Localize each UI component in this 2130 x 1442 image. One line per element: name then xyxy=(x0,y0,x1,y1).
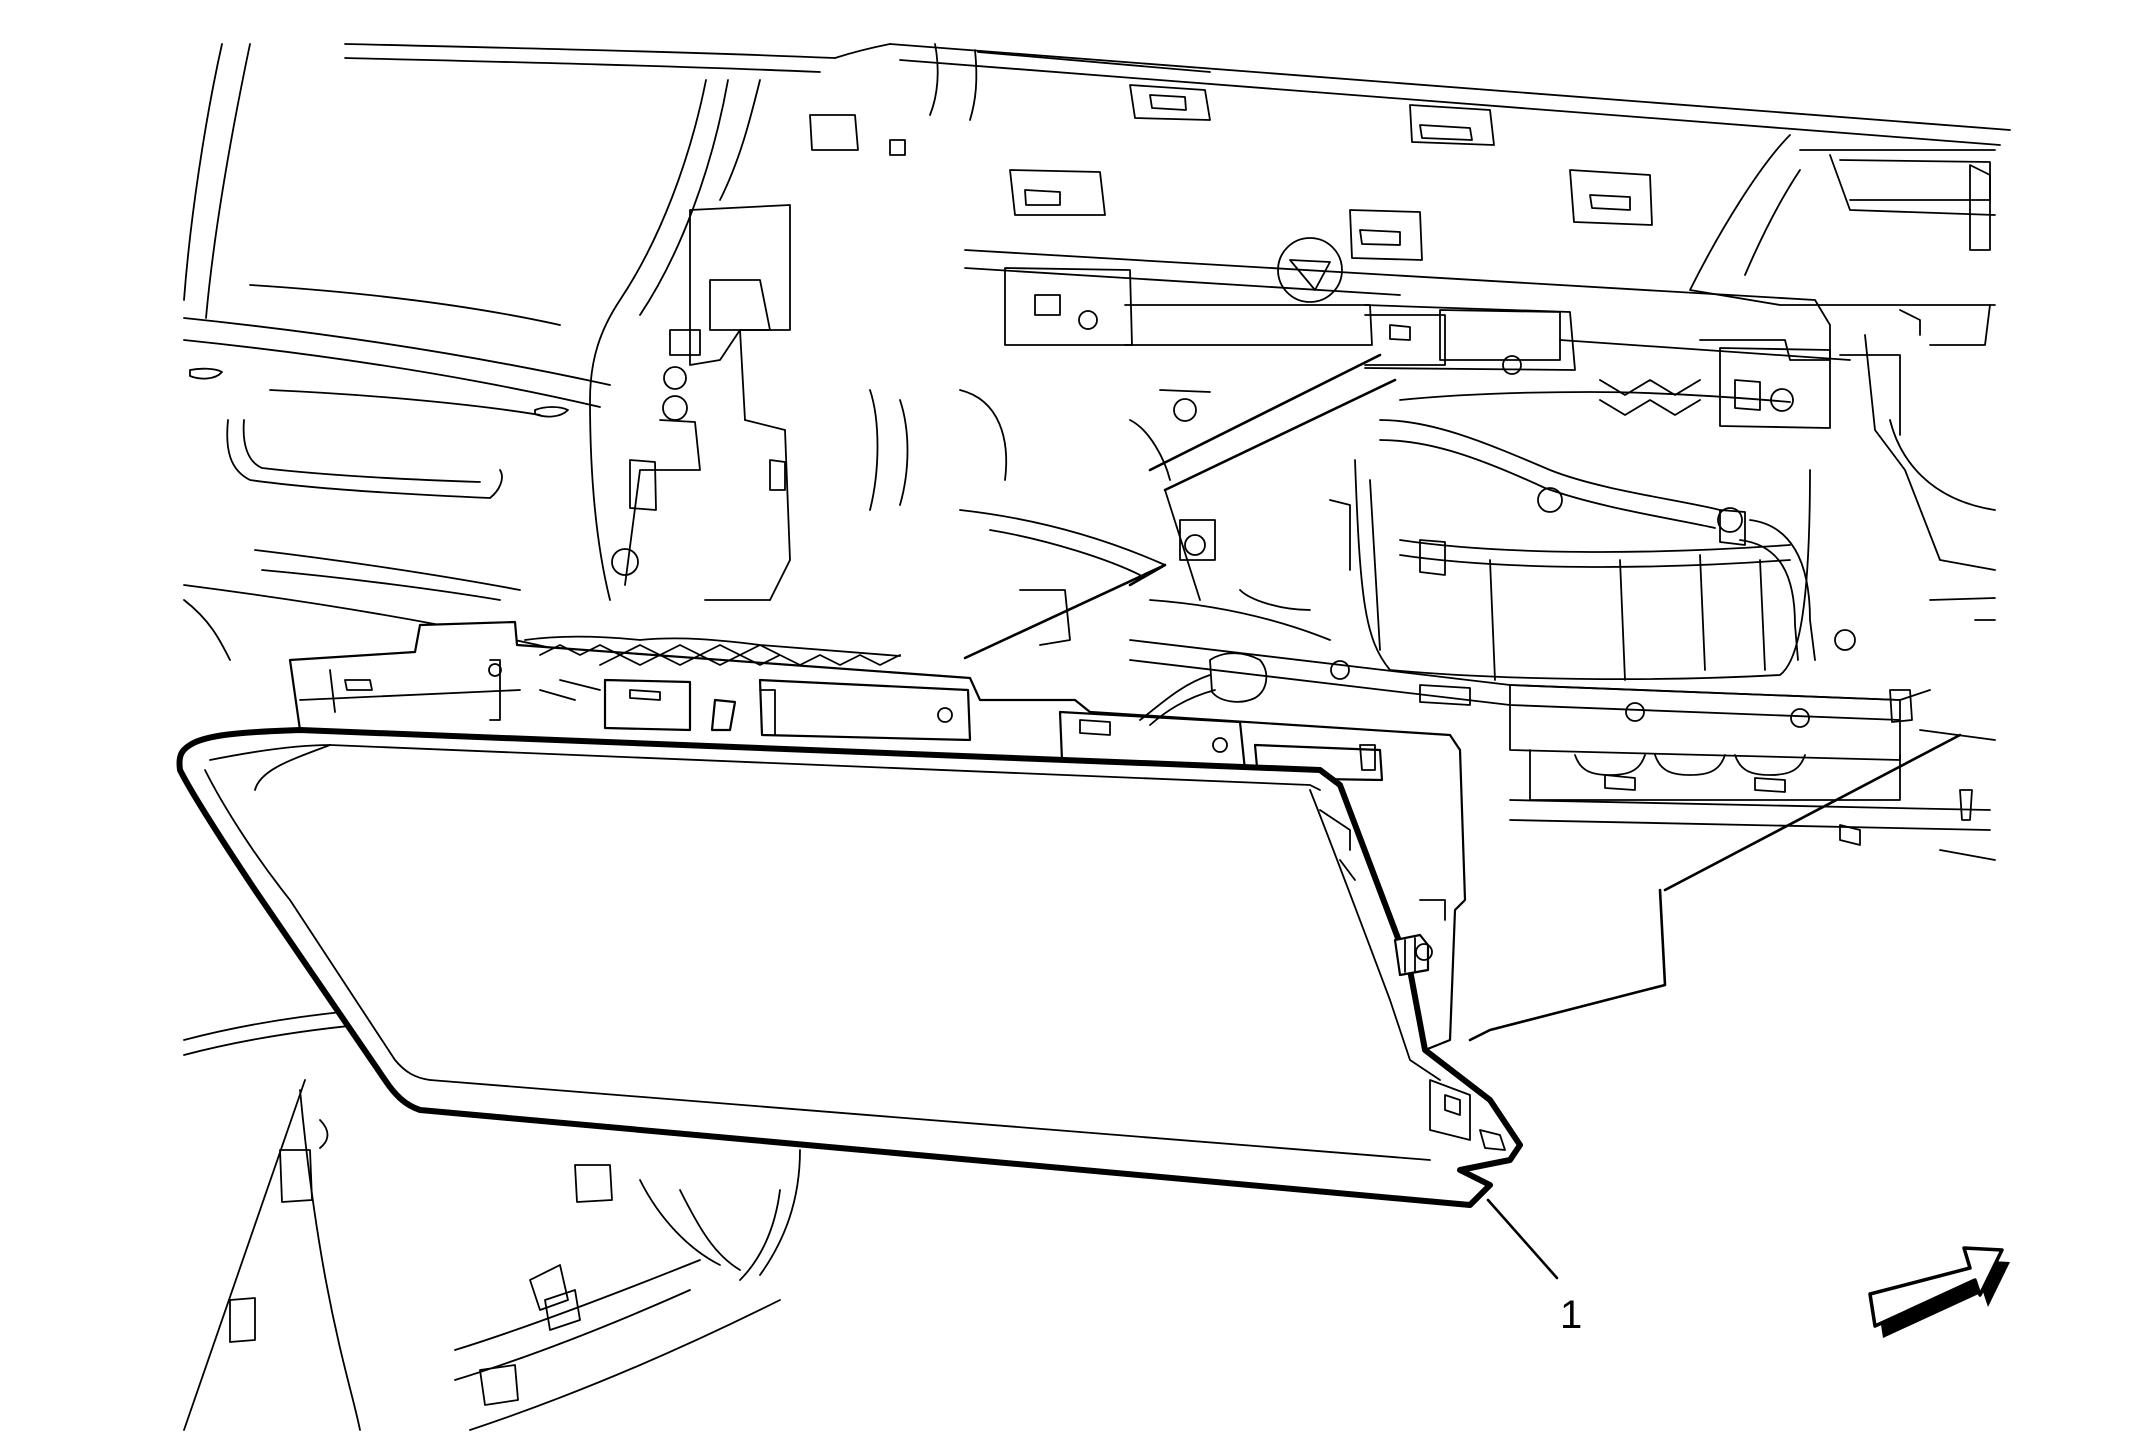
view-direction-arrow-icon xyxy=(1868,1246,2010,1338)
callout-1-label: 1 xyxy=(1560,1293,1582,1337)
upper-dash-frame xyxy=(809,43,2011,621)
left-footwell-panel xyxy=(183,1079,801,1431)
cross-car-beam xyxy=(963,237,1901,660)
callout-1: 1 xyxy=(1486,1198,1582,1337)
left-bracket-column xyxy=(611,204,791,601)
lower-rail xyxy=(1129,639,1996,1042)
hvac-blower-module xyxy=(1329,379,1856,681)
glove-box xyxy=(176,620,1523,1208)
left-dash-trim xyxy=(183,43,891,1056)
upper-clips xyxy=(809,84,1653,261)
center-cavity xyxy=(869,389,1331,646)
